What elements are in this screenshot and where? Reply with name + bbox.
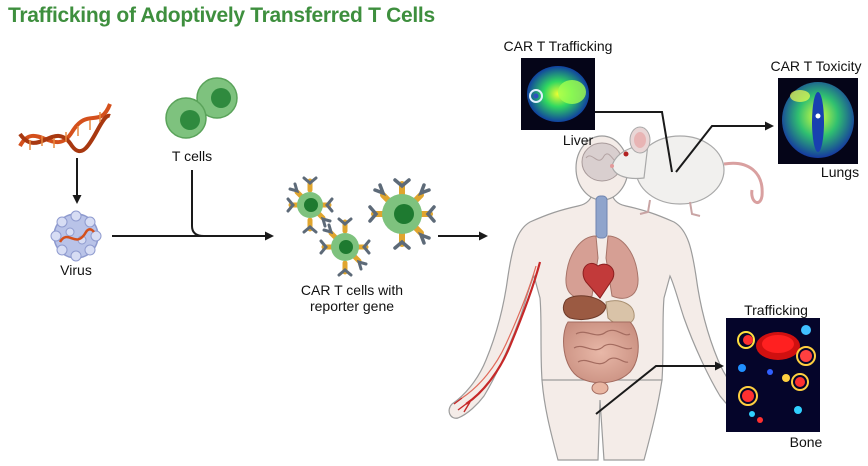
liver-label: Liver (562, 132, 594, 148)
human-body-icon (448, 135, 756, 461)
dna-icon (18, 103, 112, 153)
virus-label: Virus (60, 262, 92, 278)
lungs-label: Lungs (820, 164, 860, 180)
t-cells-icon (165, 77, 238, 139)
car-t-trafficking-label: CAR T Trafficking (503, 38, 613, 54)
page-title: Trafficking of Adoptively Transferred T … (8, 4, 435, 27)
mouse-to-lung-pet-arrow (675, 121, 774, 173)
bone-pet-scan (726, 318, 820, 432)
mouse-to-liver-pet-arrow (582, 107, 673, 173)
liver-pet-scan (521, 58, 595, 130)
bone-label: Bone (789, 434, 823, 450)
tcells-join-line (191, 170, 205, 237)
car-t-toxicity-label: CAR T Toxicity (770, 58, 862, 74)
virus-icon (50, 210, 102, 262)
car-t-cell (286, 176, 334, 234)
car-t-cell (319, 217, 371, 277)
lungs-pet-scan (778, 78, 858, 164)
t-cells-label: T cells (171, 148, 213, 164)
trafficking-label: Trafficking (744, 302, 808, 318)
mouse-icon (610, 126, 764, 217)
car-t-cell (368, 178, 436, 250)
car-t-label: CAR T cells with reporter gene (301, 282, 403, 314)
car-t-label-line2: reporter gene (309, 298, 395, 314)
car-t-cells-icon (286, 176, 436, 277)
body-to-bone-pet-arrow (595, 361, 724, 415)
car-t-label-line1: CAR T cells with (300, 282, 404, 298)
